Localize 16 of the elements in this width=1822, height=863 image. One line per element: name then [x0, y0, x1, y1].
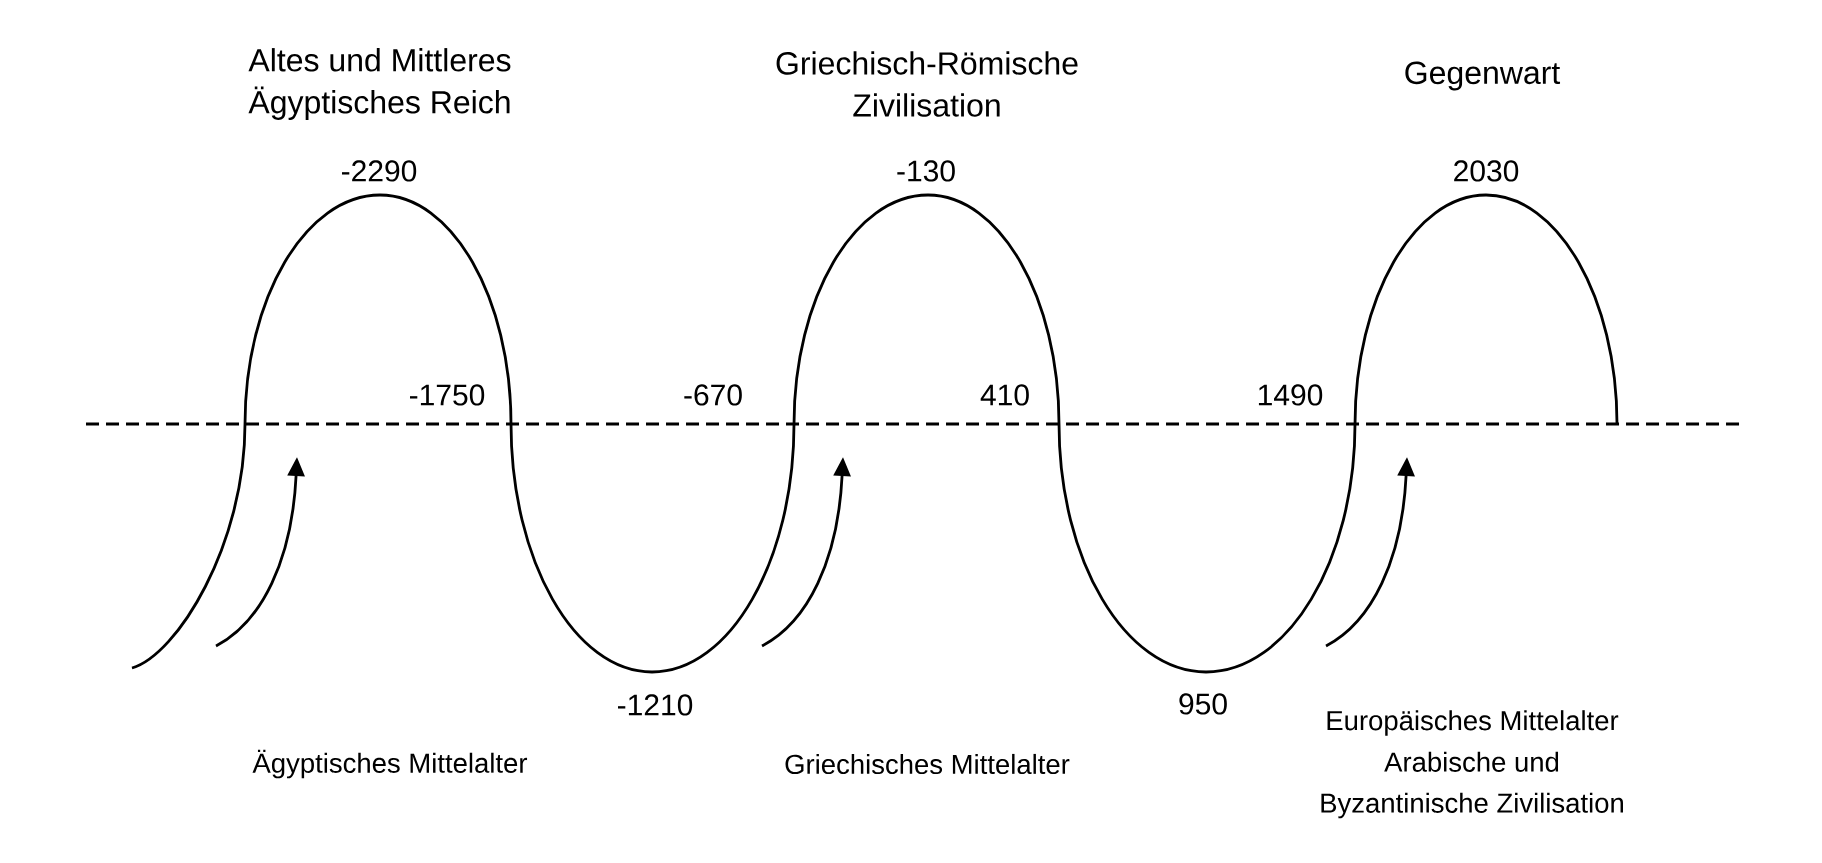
- period-label: Arabische und Byzantinische Zivilisation: [1321, 751, 1623, 819]
- period-heading: Griechisch-Römische Zivilisation: [776, 51, 1078, 117]
- year-label: 410: [980, 384, 1029, 406]
- period-label: Griechisches Mittelalter: [785, 753, 1070, 775]
- period-label: Ägyptisches Mittelalter: [252, 749, 528, 779]
- year-label: -130: [897, 160, 955, 182]
- year-label: 2030: [1454, 160, 1519, 182]
- year-label: 1490: [1258, 384, 1323, 406]
- year-label: -2290: [342, 160, 417, 182]
- year-label: -1210: [618, 694, 693, 716]
- period-label: Europäisches Mittelalter: [1327, 710, 1619, 736]
- period-heading: Altes und Mittleres Ägyptisches Reich: [248, 48, 511, 120]
- year-label: 950: [1179, 693, 1227, 715]
- year-label: -670: [684, 384, 742, 406]
- year-label: -1750: [410, 384, 485, 406]
- period-heading: Gegenwart: [1405, 61, 1560, 91]
